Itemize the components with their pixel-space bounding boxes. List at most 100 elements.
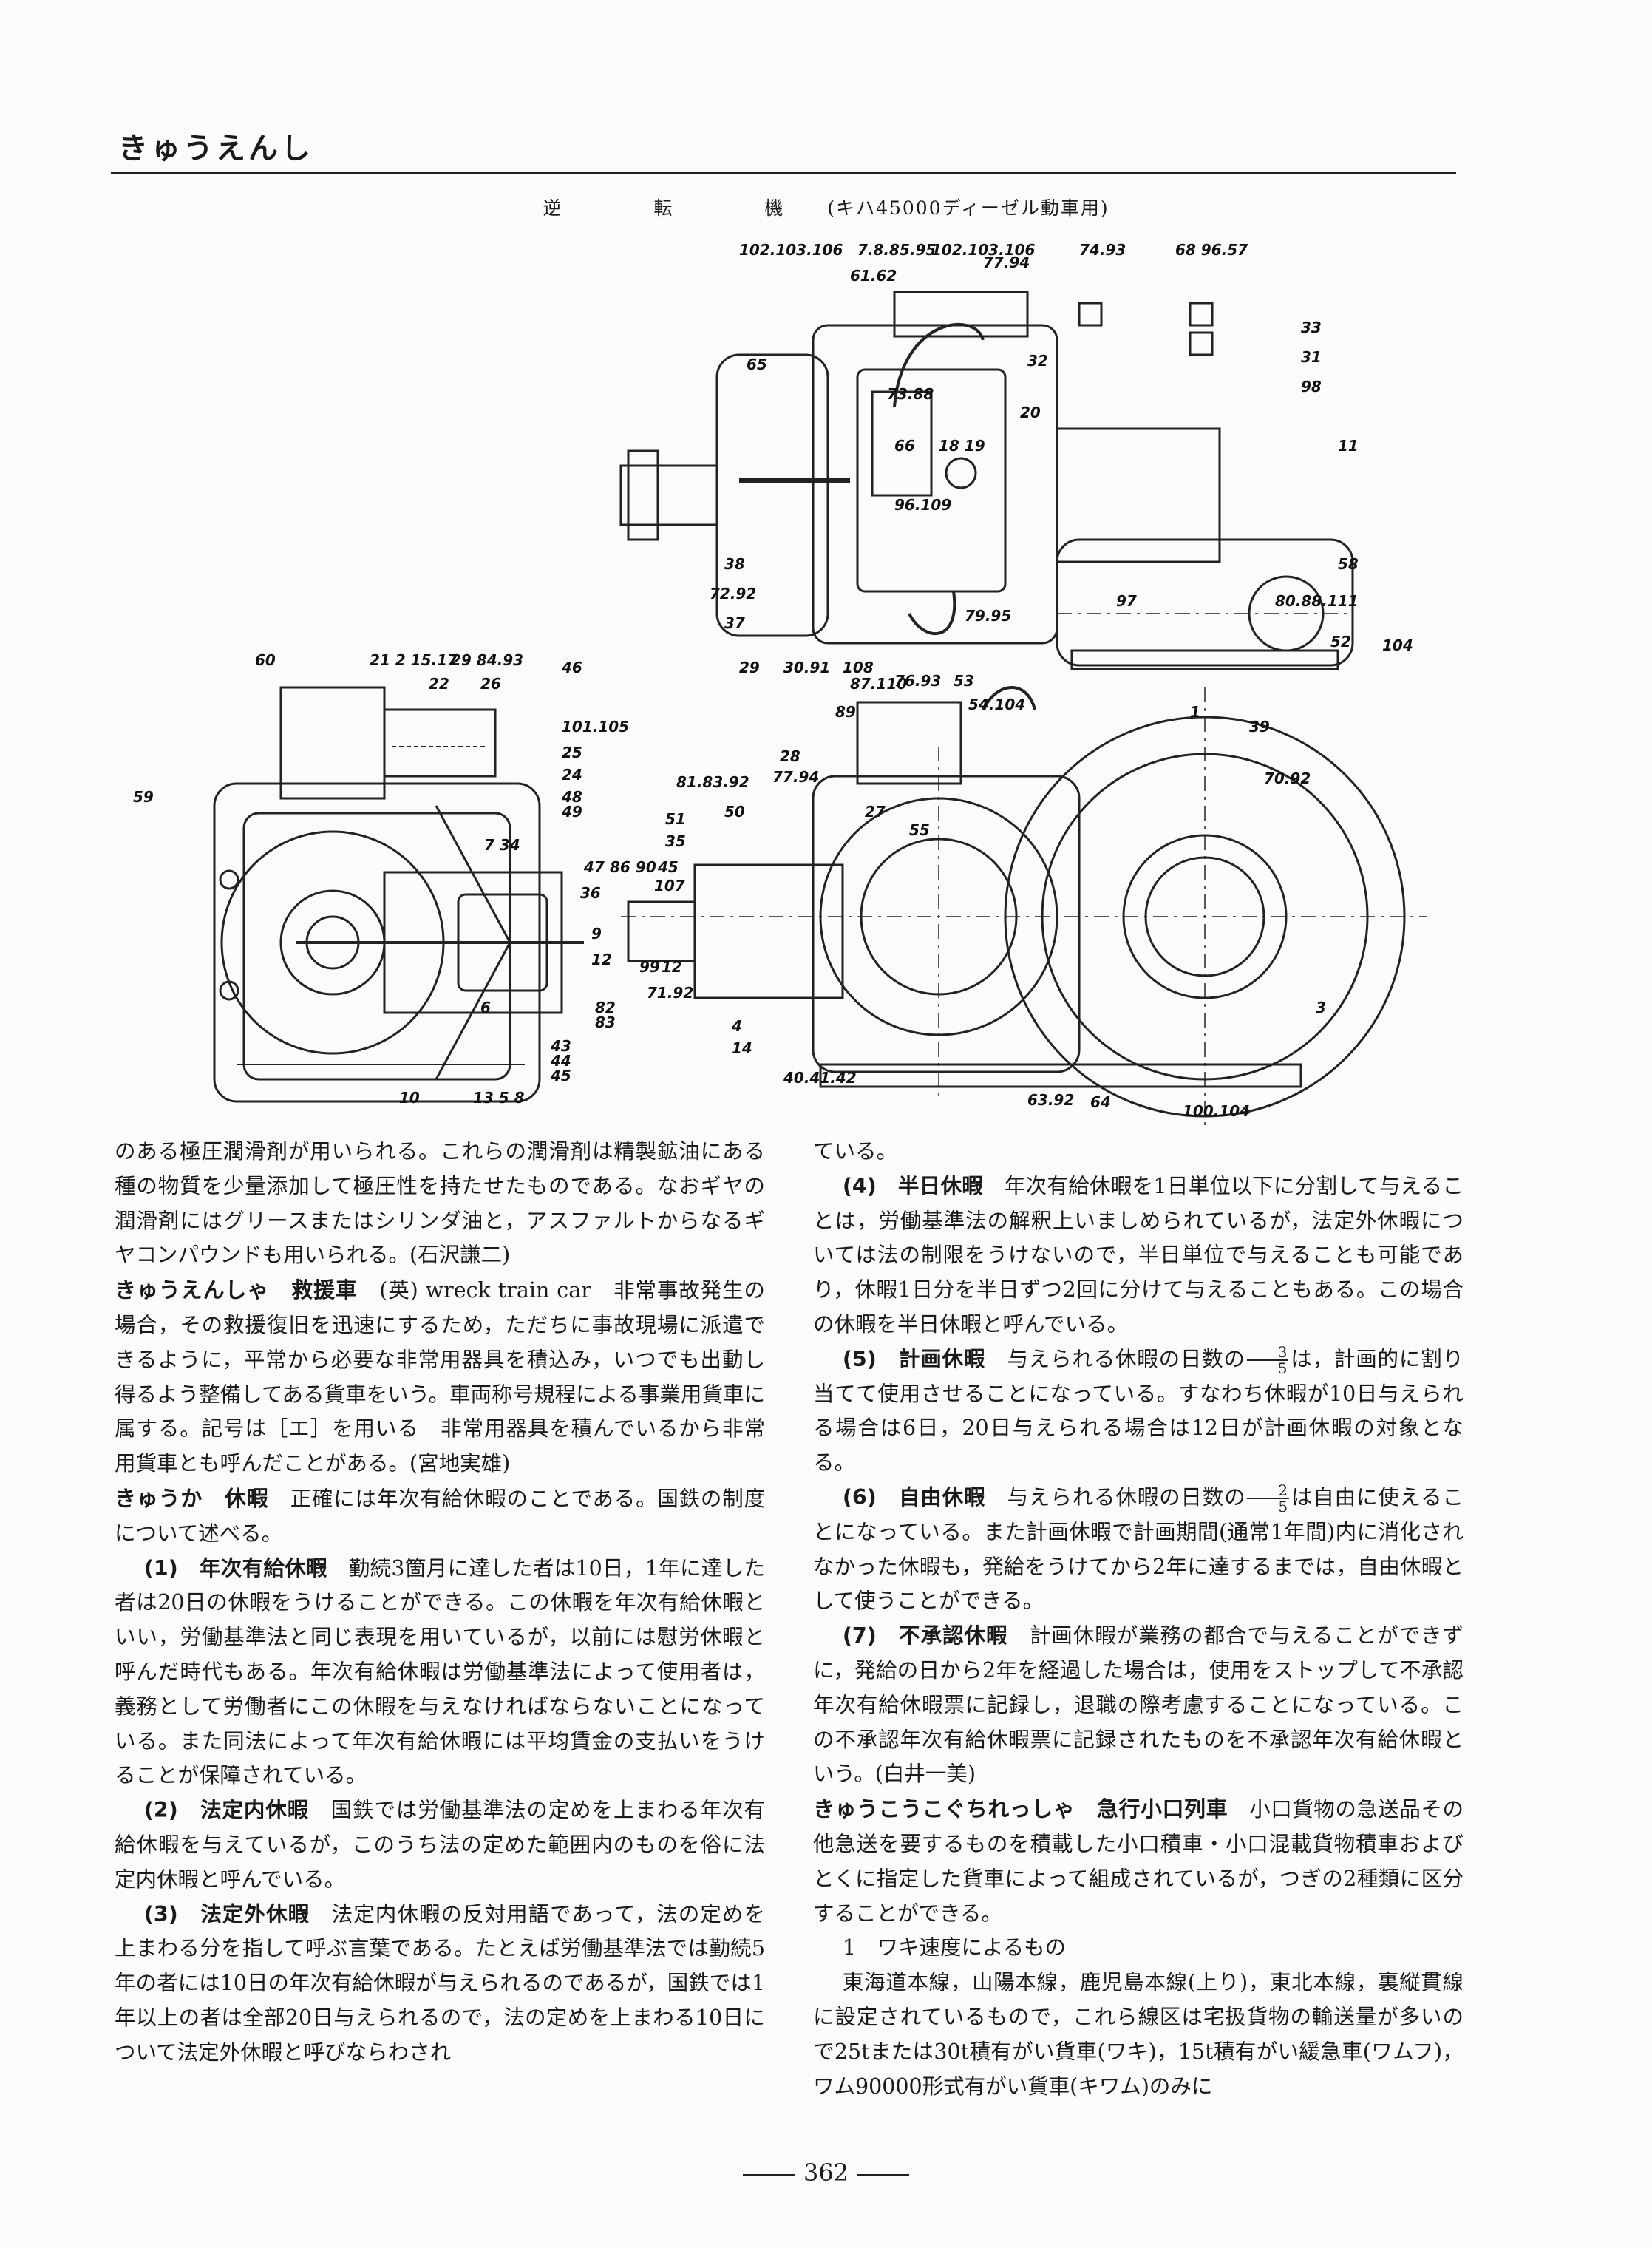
callout: 11 [1338,437,1359,455]
item-body-post: は自由に使えることになっている。また計画休暇で計画期間(通常1年間)内に消化され… [813,1484,1464,1614]
figure-caption-main: 逆 転 機 [543,197,820,219]
left-bolt-2 [219,869,239,890]
valve-arm [982,686,1036,710]
callout: 21 2 15.17 [370,651,458,669]
page-number: 362 [0,2159,1652,2187]
callout: 29 [739,659,760,676]
item-label: (2) 法定内休暇 [143,1798,310,1823]
callout: 77.94 [772,768,819,786]
figure-caption-sub: (キハ45000ディーゼル動車用) [827,197,1109,219]
callout: 47 [583,858,605,876]
callout: 37 [724,614,745,632]
left-text-column: のある極圧潤滑剤が用いられる。これらの潤滑剤は精製鉱油にある種の物質を少量添加し… [115,1135,765,2071]
callout: 52 [1330,633,1351,651]
top-hex-c [1189,331,1214,356]
callout: 22 [429,675,449,693]
top-right-casing [1056,538,1354,667]
callout: 86 [610,858,630,876]
callout: 66 [894,437,915,455]
top-housing-cover [893,291,1029,338]
left-cone [435,805,511,1080]
callout: 48 [561,788,582,806]
fraction-numerator: 3 [1246,1345,1289,1362]
reverser-drawing: 102.103.106 7.8.85.95 102.103.106 74.93 … [111,229,1500,1138]
page-number-text: 362 [803,2159,849,2187]
callout: 71.92 [647,984,693,1002]
item-body-pre: 与えられる休暇の日数の [1007,1346,1245,1371]
item-body-pre: 与えられる休暇の日数の [1007,1484,1246,1510]
callout: 107 [654,877,685,894]
left-inner-housing [242,812,511,1081]
right-input-shaft [627,900,696,962]
callout: 1 [1190,703,1200,721]
callout: 76.93 [894,672,941,690]
callout: 31 [1301,348,1322,366]
top-hex-b [1189,302,1214,327]
technical-drawing: 102.103.106 7.8.85.95 102.103.106 74.93 … [133,241,1427,1138]
top-valve-block [856,701,962,785]
top-flange [627,449,659,541]
callout: 87.110 [850,675,907,693]
top-control-box [856,368,1007,593]
callout: 81.83.92 [676,773,749,791]
callout: 45 [657,858,679,876]
callout: 97 [1116,592,1137,610]
callout: 101.105 [562,718,629,736]
fraction-denominator: 5 [1278,1498,1288,1516]
callout-labels: 102.103.106 7.8.85.95 102.103.106 74.93 … [133,241,1413,1120]
callout: 24 [562,766,582,784]
top-pipe [893,322,985,407]
top-foot [1070,649,1339,670]
callout: 33 [1301,319,1322,336]
entry-body: 小口貨物の急送品その他急送を要するものを積載した小口積車・小口混載貨物積車および… [813,1797,1464,1926]
top-shaft-stub [619,464,718,526]
callout: 59 [133,788,154,806]
callout: 82 [595,999,616,1016]
entry-body: (英) wreck train car 非常事故発生の場合，その救援復旧を迅速に… [115,1278,765,1476]
callout: 20 [1020,404,1041,421]
callout: 58 [1338,555,1359,573]
top-elevation-view [619,291,1354,670]
callout: 29 84.93 [451,651,523,669]
callout: 55 [909,821,930,839]
callout: 27 [865,803,886,821]
top-hex-a [1078,302,1103,327]
callout: 7 34 [484,836,520,854]
item-label: (3) 法定外休暇 [143,1901,310,1926]
callout: 64 [1090,1093,1111,1111]
callout: 13 5 8 [473,1089,525,1107]
continuation-paragraph: ている。 [813,1139,898,1164]
item-body: 法定内休暇の反対用語であって，法の定めを上まわる分を指して呼ぶ言葉である。たとえ… [115,1901,765,2065]
subsection-heading: 1 ワキ速度によるもの [842,1935,1067,1960]
callout: 63.92 [1027,1091,1074,1109]
callout: 49 [561,803,582,821]
top-housing-main [812,324,1058,645]
item-label: (7) 不承認休暇 [842,1623,1008,1648]
callout: 80.88.111 [1275,592,1359,610]
subsection-body: 東海道本線，山陽本線，鹿児島本線(上り)，東北本線，裏縦貫線に設定されているもの… [813,1970,1464,2099]
entry-heading: きゅうこうこぐちれっしゃ 急行小口列車 [813,1796,1228,1822]
callout: 28 [780,747,800,765]
callout: 65 [747,356,767,373]
entry-kyuka: きゅうか 休暇 正確には年次有給休暇のことである。国鉄の制度について述べる。 [115,1481,765,1552]
callout: 9 [591,925,602,943]
left-motor-box [279,686,386,800]
callout: 36 [580,884,601,902]
fraction-numerator: 2 [1247,1483,1290,1500]
callout: 72.92 [710,585,756,602]
callout: 7.8.85.95 [857,241,936,259]
callout: 61.62 [850,267,897,285]
running-head: きゅうえんし [118,132,313,166]
callout: 32 [1027,352,1048,370]
callout: 100.104 [1183,1102,1250,1120]
callout: 83 [595,1013,616,1031]
item-body: 国鉄では労働基準法の定めを上まわる年次有給休暇を与えているが，このうち法の定めた… [115,1798,765,1892]
top-valve [945,457,977,489]
callout: 44 [550,1052,571,1070]
callout: 89 [835,703,856,721]
right-bearing-housing [693,863,844,999]
callout: 108 [843,659,874,676]
item-body: 勤続3箇月に達した者は10日，1年に達した者は20日の休暇をうけることができる。… [115,1555,765,1788]
left-section-view [213,686,584,1103]
